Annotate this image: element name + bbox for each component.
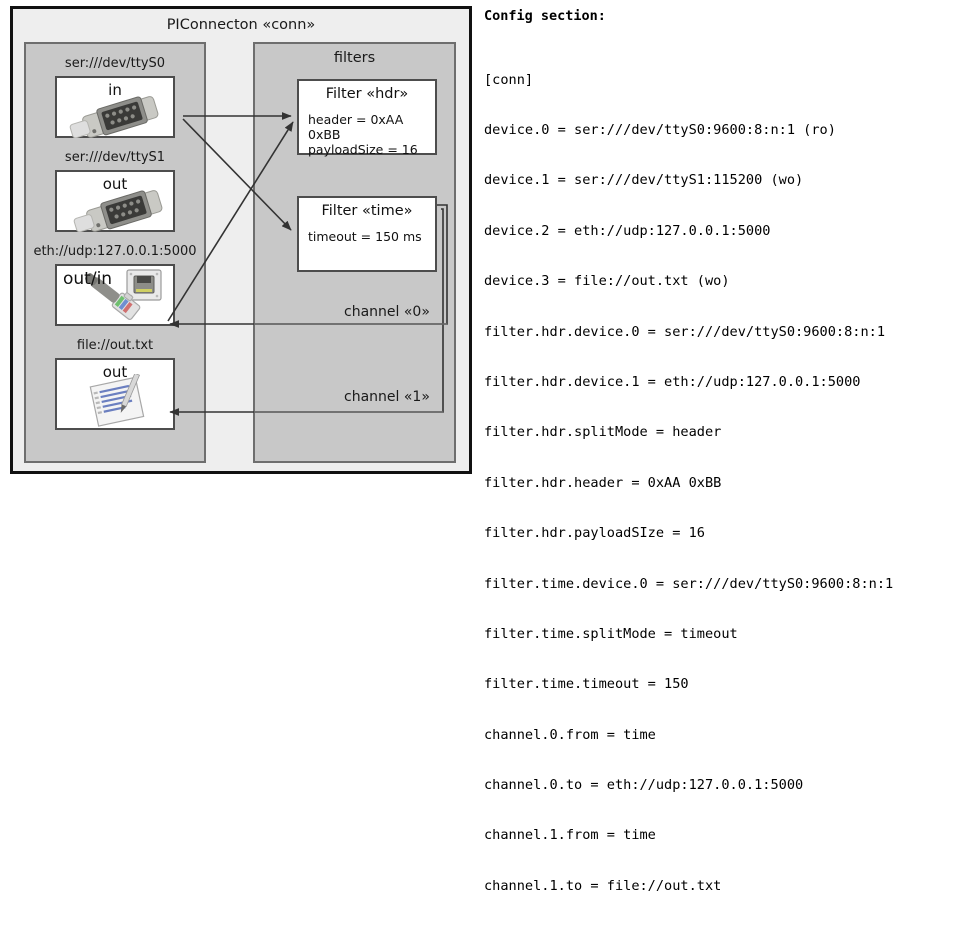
- filter-hdr-title: Filter «hdr»: [325, 86, 409, 102]
- device-box-ttyS0[interactable]: in: [55, 76, 175, 138]
- device-box-file[interactable]: out: [55, 358, 175, 430]
- device-label-ttyS0: ser:///dev/ttyS0: [64, 56, 166, 71]
- config-line: filter.hdr.header = 0xAA 0xBB: [484, 474, 722, 491]
- config-line: filter.hdr.payloadSIze = 16: [484, 525, 705, 542]
- connector-diagram: PIConnecton «conn» ser:///dev/ttyS0 in: [10, 6, 472, 474]
- ethernet-jack-icon: [85, 269, 162, 320]
- device-box-ttyS1[interactable]: out: [55, 170, 175, 232]
- config-section: Config section: [conn] device.0 = ser://…: [484, 8, 960, 928]
- filter-hdr-prop-payload: payloadSize = 16: [308, 142, 418, 157]
- filter-card-hdr[interactable]: Filter «hdr» header = 0xAA 0xBB payloadS…: [297, 79, 437, 157]
- config-line: filter.time.device.0 = ser:///dev/ttyS0:…: [484, 575, 894, 592]
- serial-connector-icon: [73, 190, 163, 232]
- device-direction-in: in: [108, 81, 122, 99]
- filter-card-time[interactable]: Filter «time» timeout = 150 ms: [297, 196, 437, 272]
- config-line: [conn]: [484, 71, 534, 88]
- config-line: device.2 = eth://udp:127.0.0.1:5000: [484, 222, 771, 239]
- config-line: channel.1.to = file://out.txt: [484, 877, 722, 894]
- config-line: filter.time.splitMode = timeout: [484, 625, 738, 642]
- device-label-file: file://out.txt: [76, 338, 154, 353]
- device-label-ttyS1: ser:///dev/ttyS1: [64, 150, 166, 165]
- config-line: device.1 = ser:///dev/ttyS1:115200 (wo): [484, 172, 804, 189]
- channel-0-label: channel «0»: [344, 304, 430, 320]
- filter-time-title: Filter «time»: [321, 203, 413, 219]
- config-line: device.0 = ser:///dev/ttyS0:9600:8:n:1 (…: [484, 121, 836, 138]
- device-direction-out: out: [102, 175, 128, 193]
- filters-panel: filters Filter «hdr» header = 0xAA 0xBB …: [253, 42, 456, 463]
- config-line: filter.time.timeout = 150: [484, 676, 689, 693]
- device-direction-out-file: out: [102, 363, 128, 381]
- config-line: filter.hdr.splitMode = header: [484, 424, 722, 441]
- channel-1-label: channel «1»: [344, 389, 430, 405]
- filter-time-prop-timeout: timeout = 150 ms: [308, 229, 422, 244]
- device-label-eth: eth://udp:127.0.0.1:5000: [33, 244, 197, 259]
- config-line: channel.0.to = eth://udp:127.0.0.1:5000: [484, 777, 804, 794]
- config-line: channel.0.from = time: [484, 726, 656, 743]
- config-line: filter.hdr.device.0 = ser:///dev/ttyS0:9…: [484, 323, 886, 340]
- config-line: filter.hdr.device.1 = eth://udp:127.0.0.…: [484, 373, 861, 390]
- serial-connector-icon: [69, 96, 159, 138]
- filter-hdr-prop-header: header = 0xAA 0xBB: [308, 112, 404, 142]
- text-file-icon: [89, 374, 145, 427]
- config-line: device.3 = file://out.txt (wo): [484, 273, 730, 290]
- device-direction-outin: out/in: [63, 269, 113, 289]
- page-title: PIConnecton «conn»: [166, 17, 316, 33]
- config-lines: [conn] device.0 = ser:///dev/ttyS0:9600:…: [484, 38, 960, 928]
- config-heading: Config section:: [484, 8, 606, 24]
- config-line: channel.1.from = time: [484, 827, 656, 844]
- filters-title: filters: [333, 50, 376, 66]
- device-box-eth[interactable]: out/in: [55, 264, 175, 326]
- devices-panel: ser:///dev/ttyS0 in ser:///dev/t: [24, 42, 206, 463]
